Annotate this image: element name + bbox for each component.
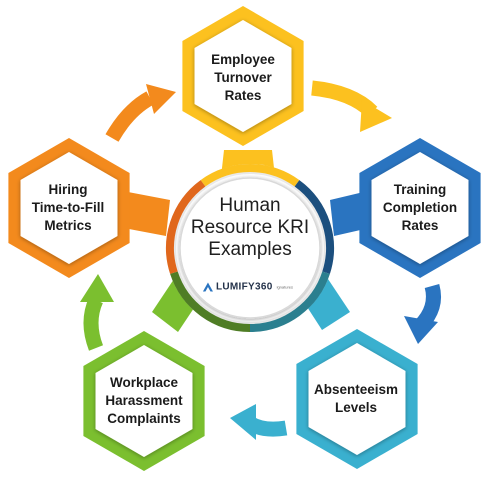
hex-inner-workplace-harassment — [95, 345, 193, 457]
ring-segment-training-completion — [294, 180, 334, 274]
arrow-orange-head — [146, 84, 176, 114]
ring-segment-workplace-harassment — [170, 271, 251, 332]
center-title-line: Resource KRI — [190, 217, 310, 238]
connector-hiring-time-to-fill — [124, 192, 170, 236]
logo-text: LUMIFY360 — [215, 281, 273, 293]
center-title-line: Human — [219, 195, 281, 216]
arrow-blue-head — [404, 316, 438, 344]
ring-segment-absenteeism — [249, 271, 330, 332]
logo-subtext: ignatures — [276, 284, 294, 290]
node-label-training-completion: Training Completion Rates — [382, 182, 458, 233]
hex-inner-employee-turnover — [194, 20, 292, 132]
hex-inner-training-completion — [371, 152, 469, 264]
ring-segment-hiring-time-to-fill — [166, 180, 206, 274]
lumify-logo: LUMIFY360 ignatures — [202, 281, 294, 293]
hex-inner-absenteeism — [308, 343, 406, 455]
hex-inner-hiring-time-to-fill — [20, 152, 118, 264]
arrow-green-head — [80, 274, 114, 302]
center-title-line: Examples — [208, 239, 292, 260]
center-inner-circle — [179, 177, 321, 319]
node-label-hiring-time-to-fill: Hiring Time-to-Fill Metrics — [31, 182, 105, 233]
arrow-orange-shaft — [105, 91, 154, 142]
arrow-teal-head — [230, 404, 256, 440]
node-label-absenteeism: Absenteeism Levels — [313, 382, 399, 415]
node-label-employee-turnover: Employee Turnover Rates — [211, 52, 275, 103]
node-label-workplace-harassment: Workplace Harassment Complaints — [105, 375, 183, 426]
arrow-yellow-head — [360, 100, 392, 132]
logo-triangle-icon — [202, 282, 213, 292]
ring-segment-employee-turnover — [200, 164, 300, 187]
arrow-green-shaft — [83, 296, 104, 351]
center-title: Human Resource KRI Examples — [185, 195, 315, 261]
